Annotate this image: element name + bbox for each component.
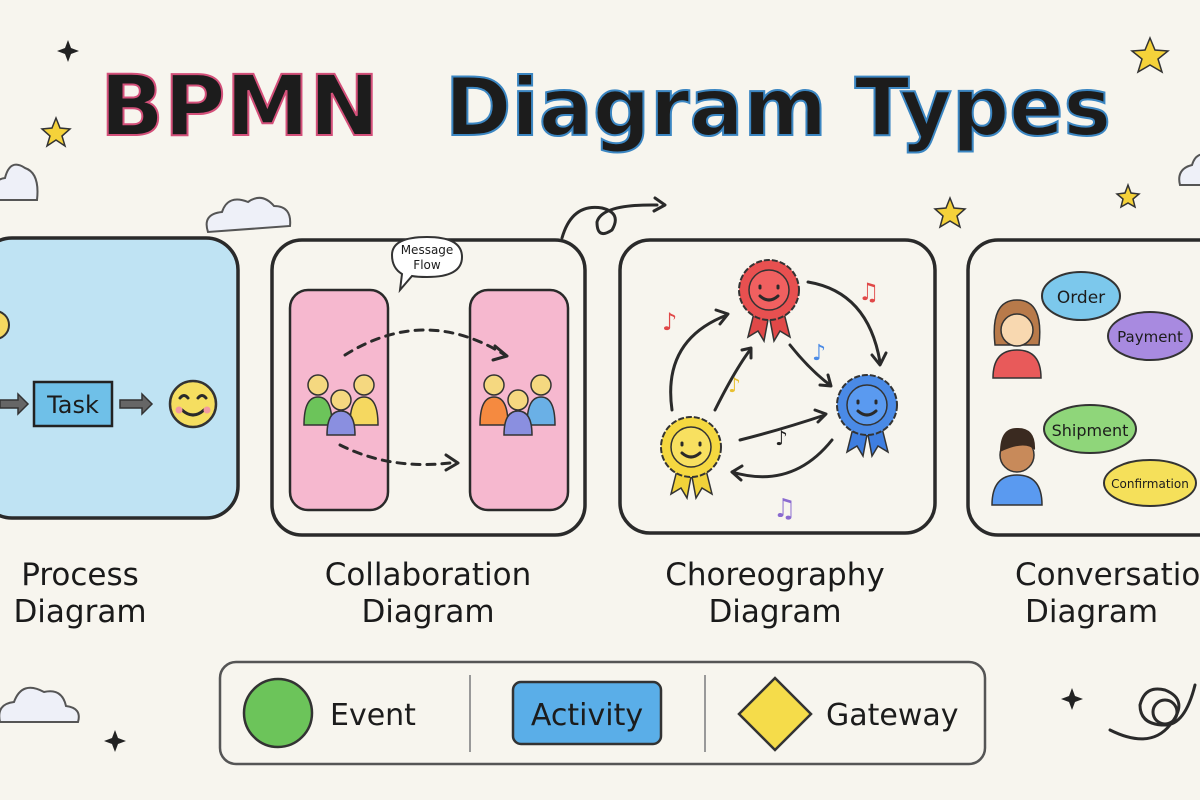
bubble-confirmation-label: Confirmation (1111, 477, 1189, 491)
cloud-icon (0, 686, 80, 723)
man-avatar-icon (991, 427, 1043, 506)
process-caption-line1: Process (21, 557, 139, 593)
speech-bubble-confirmation (1103, 459, 1197, 507)
music-note-icon: ♪ (662, 308, 677, 336)
red-rosette-icon (738, 259, 800, 344)
music-note-icon: ♪ (775, 426, 788, 450)
gateway-diamond-icon (737, 676, 813, 752)
title: BPMN Diagram Types (99, 56, 1112, 156)
process-caption-line2: Diagram (13, 594, 146, 630)
loop-arrow-icon (560, 203, 659, 240)
sequence-arrow-icon (0, 392, 30, 416)
music-note-icon: ♫ (858, 278, 880, 306)
music-note-icon: ♪ (728, 373, 741, 397)
conversation-caption-line1: Conversation (1015, 557, 1200, 593)
flow-arrow (738, 413, 827, 442)
choreography-caption-line1: Choreography (665, 557, 884, 593)
event-circle-icon (242, 677, 314, 749)
cloud-icon (0, 163, 39, 201)
flow-arrow (788, 343, 832, 387)
flow-arrow (669, 313, 729, 412)
speech-bubble-shipment (1043, 404, 1137, 454)
flow-arrow (806, 280, 882, 364)
choreography-caption-line2: Diagram (708, 594, 841, 630)
woman-avatar-icon (992, 299, 1042, 379)
message-flow-label-line1: Message (401, 243, 454, 257)
legend: Event Activity Gateway (218, 660, 987, 766)
task-label: Task (46, 391, 99, 419)
bubble-shipment-label: Shipment (1052, 421, 1129, 440)
choreography-diagram-panel: ♪ ♫ ♪ ♪ ♪ ♫ Choreography Diagram (618, 238, 937, 630)
end-event-smiley-icon (168, 379, 218, 429)
legend-gateway-label: Gateway (826, 698, 959, 733)
people-group-icon (303, 374, 379, 436)
star-icon (1115, 182, 1141, 209)
blue-rosette-icon (836, 374, 898, 459)
conversation-diagram-panel: Order Payment Shipment Confirmation Conv… (966, 238, 1200, 630)
title-bpmn: BPMN (100, 57, 379, 155)
cloud-icon (1178, 153, 1200, 186)
speech-bubble (390, 235, 464, 294)
collaboration-caption-line2: Diagram (361, 594, 494, 630)
bubble-order-label: Order (1057, 288, 1105, 308)
people-group-icon (479, 374, 556, 436)
sparkle-icon (1061, 688, 1083, 710)
sequence-arrow-icon (119, 392, 154, 416)
star-icon (1130, 36, 1170, 74)
title-diagram-types: Diagram Types (445, 61, 1111, 154)
bubble-payment-label: Payment (1117, 328, 1183, 346)
cloud-icon (205, 196, 292, 234)
yellow-rosette-icon (660, 416, 722, 501)
message-flow-arrow (343, 328, 507, 357)
flow-arrow (713, 348, 752, 412)
decorations (0, 36, 1200, 752)
activity-rect-icon (511, 680, 663, 746)
sparkle-icon (104, 730, 126, 752)
message-flow-label-line2: Flow (413, 258, 441, 272)
star-icon (933, 195, 967, 229)
collaboration-diagram-panel: Message Flow Collaboration Diagram (270, 235, 587, 630)
flow-arrow (730, 438, 834, 479)
process-diagram-panel: Task Process Diagram (0, 236, 240, 630)
sparkle-icon (57, 40, 79, 62)
star-icon (40, 115, 72, 148)
music-note-icon: ♪ (812, 341, 826, 366)
task-box (32, 380, 114, 428)
legend-activity-label: Activity (531, 698, 643, 733)
music-note-icon: ♫ (773, 494, 796, 524)
speech-bubble-payment (1107, 311, 1193, 361)
speech-bubble-order (1041, 271, 1121, 321)
collaboration-caption-line1: Collaboration (325, 557, 532, 593)
start-event-icon (0, 310, 10, 340)
legend-event-label: Event (330, 698, 416, 733)
conversation-caption-line2: Diagram (1025, 594, 1158, 630)
